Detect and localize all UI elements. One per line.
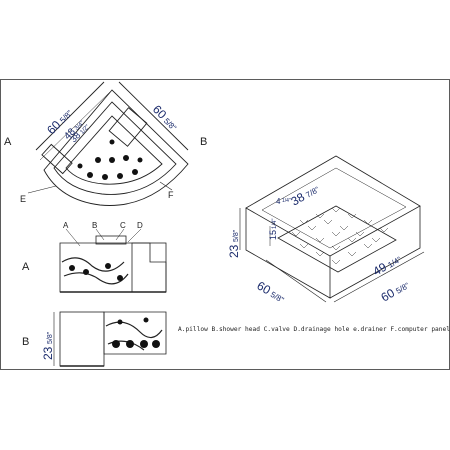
section-b-height-dim: 23 5/8": [41, 331, 55, 360]
top-view: [27, 81, 189, 206]
callout-e: E: [20, 194, 26, 204]
iso-small-frac: 1/4": [282, 198, 291, 204]
iso-floor-pattern: [291, 207, 389, 265]
section-a-fittings: [69, 263, 123, 281]
section-b-view: [53, 311, 167, 367]
callout-d: D: [137, 221, 143, 230]
iso-inner-height-whole: 15: [268, 230, 278, 240]
section-b-panel: [59, 311, 105, 367]
callout-c: C: [120, 221, 126, 230]
tub-rim: [53, 101, 177, 195]
section-a-panel: [131, 242, 167, 293]
section-a-valve: [95, 235, 127, 245]
callout-b: B: [92, 221, 97, 230]
dim-inner1-frac: 3/4": [74, 120, 86, 132]
pillow-block: [108, 107, 148, 147]
iso-height-frac: 5/8": [233, 229, 240, 242]
dim-right-frac: 5/8": [162, 116, 178, 132]
callout-f: F: [168, 190, 174, 200]
section-a-pipes-2: [63, 272, 129, 285]
section-a-label: A: [22, 261, 30, 273]
dim-left-frac: 5/8": [58, 108, 74, 124]
iso-diag-dim: 49 1/4": [371, 255, 404, 279]
iso-width-right-whole: 60: [379, 286, 398, 305]
dim-right: 60 5/8": [150, 102, 178, 132]
iso-height-whole: 23: [227, 244, 241, 258]
iso-width-right-frac: 5/8": [394, 281, 411, 296]
iso-right-side: [329, 206, 421, 299]
iso-diag-whole: 49: [371, 260, 390, 279]
leader-f: [159, 181, 173, 191]
section-b-body: [103, 311, 167, 355]
iso-inner-width-frac: 7/8": [304, 185, 321, 200]
tub-outline: [43, 89, 189, 206]
iso-width-left-frac: 5/8": [269, 290, 286, 305]
dim-inner2-frac: 1/2": [79, 124, 91, 136]
section-b-label: B: [22, 336, 29, 348]
section-label-b-top: B: [200, 136, 207, 148]
iso-diag-frac: 1/4": [386, 255, 403, 270]
section-a-pipes: [61, 257, 125, 272]
iso-view: [239, 155, 425, 303]
iso-basin-floor: [277, 205, 397, 273]
leader-e: [27, 185, 57, 194]
iso-inner-height-dim: 15 1/4": [268, 219, 278, 240]
iso-inner-height-frac: 1/4": [272, 219, 278, 229]
callout-a: A: [63, 221, 69, 230]
section-a-body: [59, 242, 167, 293]
section-b-fittings: [112, 317, 160, 348]
control-strip: [41, 143, 73, 175]
iso-width-left-whole: 60: [255, 278, 274, 297]
section-a-view: [59, 228, 167, 293]
section-b-height-frac: 5/8": [47, 331, 54, 344]
iso-inner-width-whole: 38: [289, 190, 308, 209]
parts-legend: A.pillow B.shower head C.valve D.drainag…: [178, 326, 450, 333]
iso-width-left-dim: 60 5/8": [255, 278, 286, 305]
dim-line-right: [118, 81, 189, 151]
iso-width-right-dim: 60 5/8": [379, 281, 412, 305]
dim-line-left: [35, 81, 105, 151]
section-b-height-whole: 23: [41, 346, 55, 360]
iso-basin-top: [261, 167, 407, 249]
iso-left-side: [245, 208, 331, 299]
section-label-a-top: A: [4, 136, 12, 148]
tub-basin: [65, 115, 163, 185]
iso-small-dim: 4 1/4": [276, 197, 291, 206]
dim-line-inner: [39, 91, 111, 161]
jet-dots: [77, 139, 143, 180]
iso-small-whole: 4: [276, 197, 281, 206]
iso-height-dim: 23 5/8": [227, 229, 241, 258]
